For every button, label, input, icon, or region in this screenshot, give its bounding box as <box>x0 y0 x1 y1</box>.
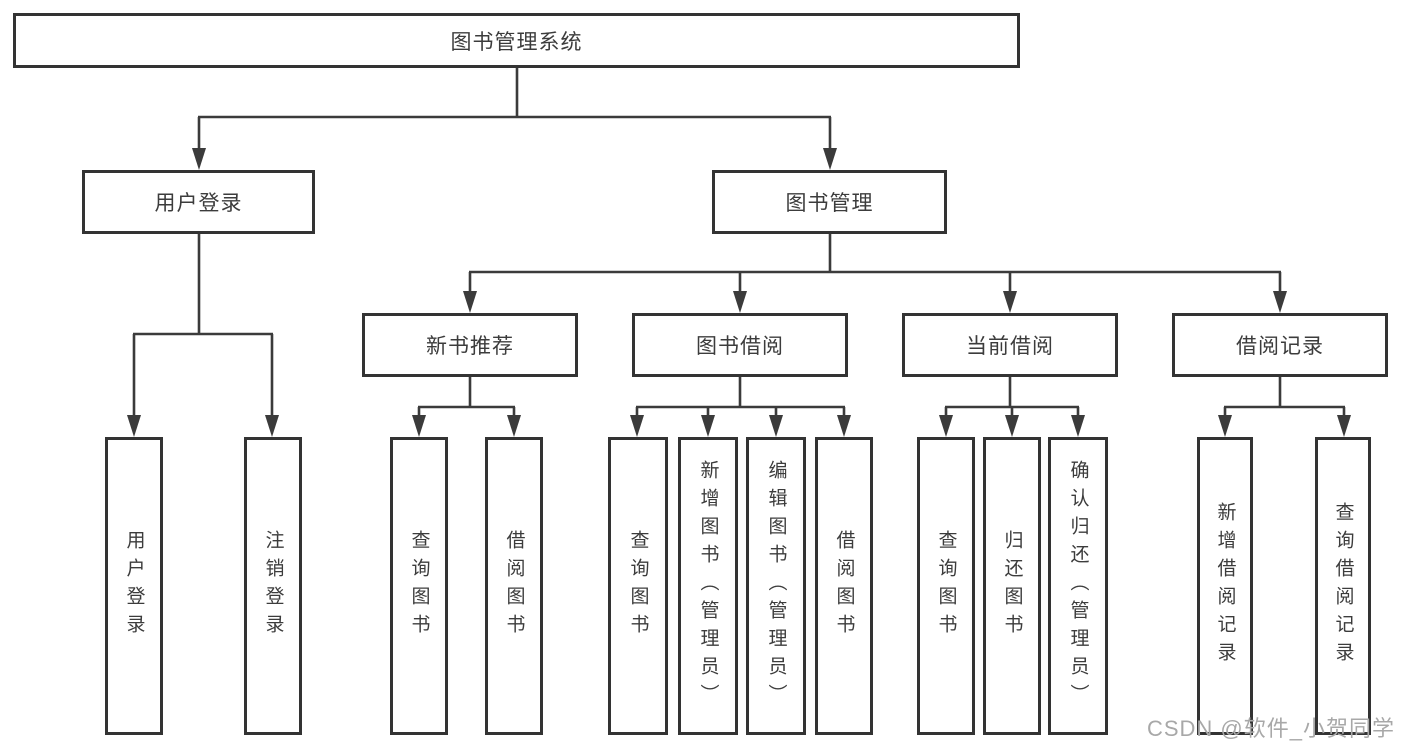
leaf-current-confirm-return-admin: 确认归还（管理员） <box>1048 437 1108 735</box>
node-book-management: 图书管理 <box>712 170 947 234</box>
leaf-user-login: 用户登录 <box>105 437 163 735</box>
leaf-recommend-borrow-book: 借阅图书 <box>485 437 543 735</box>
leaf-current-query-book: 查询图书 <box>917 437 975 735</box>
leaf-borrow-query-book: 查询图书 <box>608 437 668 735</box>
leaf-current-return-book: 归还图书 <box>983 437 1041 735</box>
node-current-borrow: 当前借阅 <box>902 313 1118 377</box>
leaf-borrow-edit-book-admin: 编辑图书（管理员） <box>746 437 806 735</box>
leaf-record-query-record: 查询借阅记录 <box>1315 437 1371 735</box>
leaf-record-add-record: 新增借阅记录 <box>1197 437 1253 735</box>
leaf-borrow-borrow-book: 借阅图书 <box>815 437 873 735</box>
node-user-login: 用户登录 <box>82 170 315 234</box>
leaf-logout: 注销登录 <box>244 437 302 735</box>
leaf-borrow-add-book-admin: 新增图书（管理员） <box>678 437 738 735</box>
node-new-book-recommend: 新书推荐 <box>362 313 578 377</box>
arrowheads <box>127 148 1351 437</box>
csdn-watermark: CSDN @软件_小贺同学 <box>1146 716 1395 741</box>
node-book-borrow: 图书借阅 <box>632 313 848 377</box>
node-root-system: 图书管理系统 <box>13 13 1020 68</box>
node-borrow-record: 借阅记录 <box>1172 313 1388 377</box>
leaf-recommend-query-book: 查询图书 <box>390 437 448 735</box>
